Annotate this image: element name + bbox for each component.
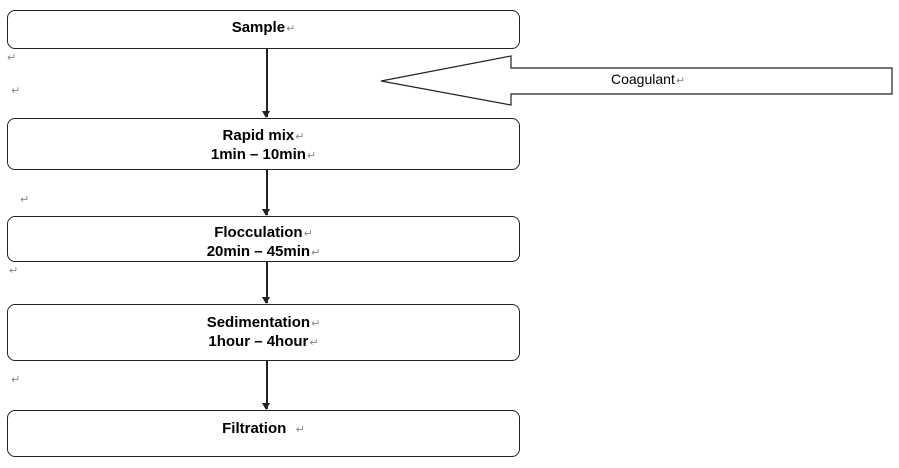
coagulant-label: Coagulant↵ [611,71,686,87]
step-flocculation-title: Flocculation↵ [214,224,313,241]
paragraph-mark: ↵ [7,52,17,64]
paragraph-mark: ↵ [9,265,19,277]
step-sample-title: Sample↵ [231,19,296,36]
arrow-sedimentation-to-filtration [263,361,269,410]
arrow-rapid-mix-to-flocculation [263,170,269,216]
step-sample: Sample↵ [7,10,520,49]
arrow-flocculation-to-sedimentation [263,262,269,304]
paragraph-mark: ↵ [11,85,21,97]
coagulant-arrow-shape [380,55,893,106]
paragraph-mark: ↵ [20,194,30,206]
step-rapid-mix-title: Rapid mix↵ [222,127,305,144]
step-sedimentation-title: Sedimentation↵ [206,314,321,331]
step-flocculation-duration: 20min – 45min↵ [206,243,321,260]
step-rapid-mix: Rapid mix↵ 1min – 10min↵ [7,118,520,170]
paragraph-mark: ↵ [11,374,21,386]
step-filtration: Filtration ↵ [7,410,520,457]
arrow-sample-to-rapid-mix [263,49,269,118]
step-flocculation: Flocculation↵ 20min – 45min↵ [7,216,520,262]
step-rapid-mix-duration: 1min – 10min↵ [210,146,317,163]
step-sedimentation-duration: 1hour – 4hour↵ [208,333,319,350]
step-filtration-title: Filtration ↵ [222,420,305,437]
step-sedimentation: Sedimentation↵ 1hour – 4hour↵ [7,304,520,361]
